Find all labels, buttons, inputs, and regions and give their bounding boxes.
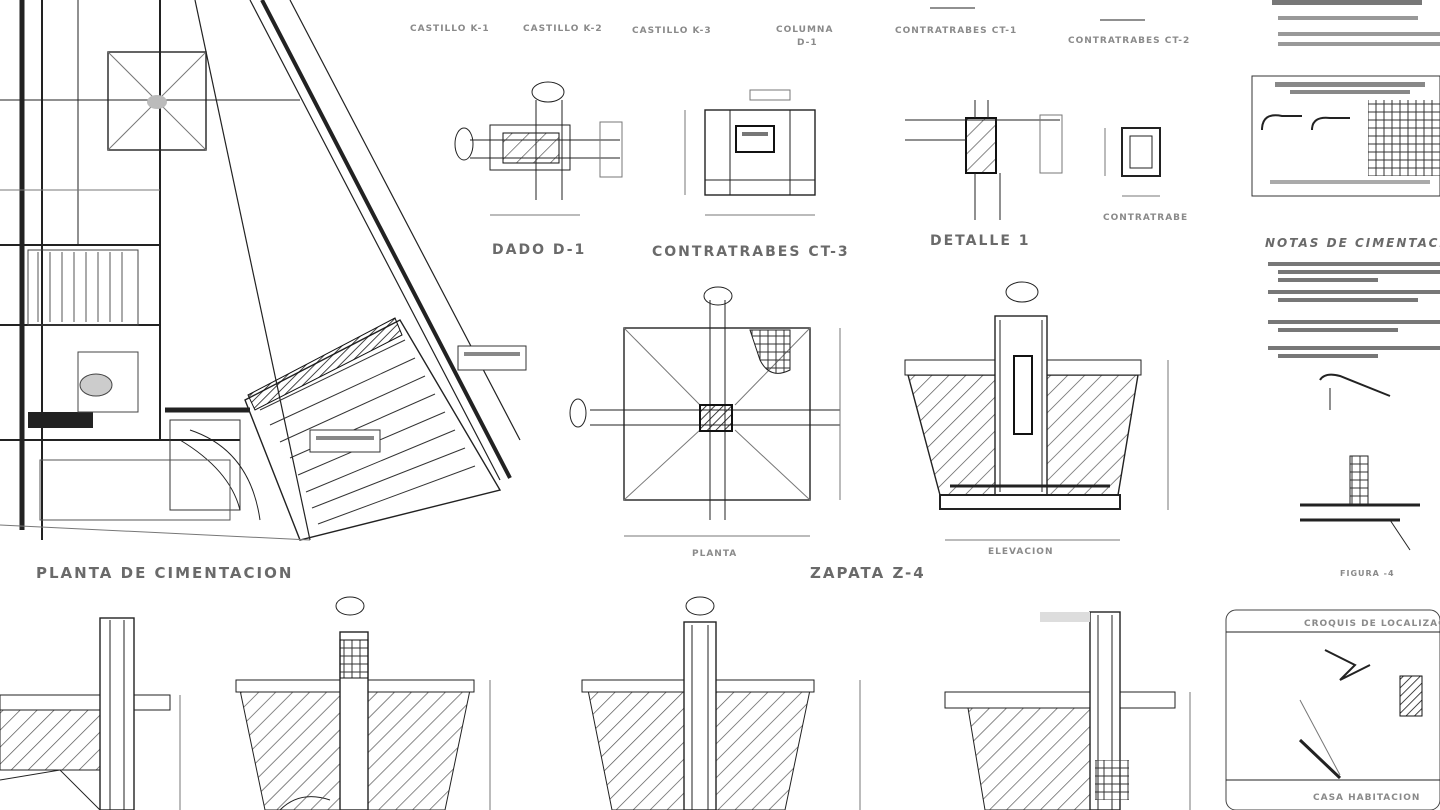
ct2-label: CONTRATRABES CT-2 bbox=[1068, 36, 1190, 46]
figure-label: FIGURA -4 bbox=[1340, 569, 1395, 578]
columna-id-label: D-1 bbox=[797, 38, 818, 48]
die-d1-detail: DADO D-1 bbox=[454, 81, 623, 258]
columna-label: COLUMNA bbox=[776, 25, 833, 35]
bottom-section-4 bbox=[944, 611, 1191, 810]
grade-beam-small-title: CONTRATRABE bbox=[1103, 213, 1188, 223]
detail-1-title: DETALLE 1 bbox=[930, 233, 1031, 249]
top-section-labels: CASTILLO K-1 CASTILLO K-2 CASTILLO K-3 C… bbox=[410, 7, 1190, 48]
house-label: CASA HABITACION bbox=[1313, 793, 1420, 803]
castillo-k2-label: CASTILLO K-2 bbox=[523, 24, 603, 34]
notes-title: NOTAS DE CIMENTACIO bbox=[1265, 236, 1440, 250]
foundation-plan: PLANTA DE CIMENTACION bbox=[0, 0, 527, 582]
castillo-k3-label: CASTILLO K-3 bbox=[632, 26, 712, 36]
foundation-plan-title: PLANTA DE CIMENTACION bbox=[36, 564, 293, 582]
bottom-section-1 bbox=[0, 617, 181, 810]
bottom-section-3 bbox=[581, 596, 861, 810]
die-d1-title: DADO D-1 bbox=[492, 242, 586, 258]
detail-1: DETALLE 1 bbox=[905, 100, 1063, 249]
grade-beam-ct3-detail: CONTRATRABES CT-3 bbox=[652, 89, 850, 260]
castillo-k1-label: CASTILLO K-1 bbox=[410, 24, 490, 34]
notes-panel: NOTAS DE CIMENTACIO FIGURA -4 bbox=[1251, 0, 1440, 578]
ct1-label: CONTRATRABES CT-1 bbox=[895, 26, 1017, 36]
elevation-label: ELEVACION bbox=[988, 547, 1054, 557]
location-sketch-panel: CROQUIS DE LOCALIZACION CASA HABITACION bbox=[1225, 609, 1440, 810]
footing-z4-elevation: ELEVACION bbox=[904, 281, 1169, 557]
footing-z4-title: ZAPATA Z-4 bbox=[810, 564, 926, 582]
plan-label: PLANTA bbox=[692, 549, 737, 559]
footing-z4-plan: PLANTA ZAPATA Z-4 bbox=[569, 286, 926, 582]
location-sketch-title: CROQUIS DE LOCALIZACION bbox=[1304, 619, 1440, 629]
grade-beam-small-detail: CONTRATRABE bbox=[1103, 127, 1188, 223]
grade-beam-ct3-title: CONTRATRABES CT-3 bbox=[652, 244, 850, 260]
bottom-section-2 bbox=[235, 596, 491, 810]
